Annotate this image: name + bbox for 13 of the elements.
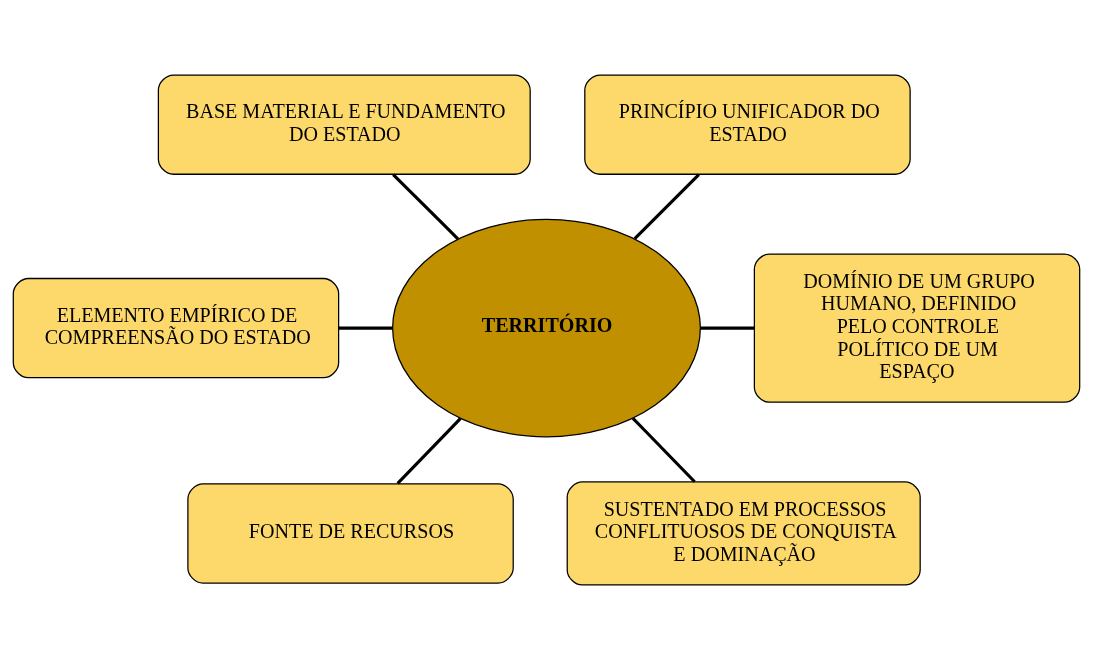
node-box: SUSTENTADO EM PROCESSOS CONFLITUOSOS DE CONQUISTA E DOMINAÇÃO bbox=[566, 480, 921, 586]
node-box: BASE MATERIAL E FUNDAMENTO DO ESTADO bbox=[157, 73, 531, 175]
connector bbox=[338, 326, 393, 330]
node-box: PRINCÍPIO UNIFICADOR DO ESTADO bbox=[584, 73, 911, 175]
connector bbox=[633, 172, 700, 240]
connector bbox=[700, 326, 755, 330]
node-box: DOMÍNIO DE UM GRUPO HUMANO, DEFINIDO PELO CONTROLE POLÍTICO DE UM ESPAÇO bbox=[753, 252, 1081, 403]
node-box: ELEMENTO EMPÍRICO DE COMPREENSÃO DO ESTADO bbox=[12, 277, 340, 378]
connector bbox=[631, 416, 696, 483]
connector bbox=[392, 172, 460, 240]
node-ellipse: TERRITÓRIO bbox=[392, 218, 701, 437]
node-box: FONTE DE RECURSOS bbox=[187, 482, 514, 584]
connector bbox=[396, 416, 462, 485]
